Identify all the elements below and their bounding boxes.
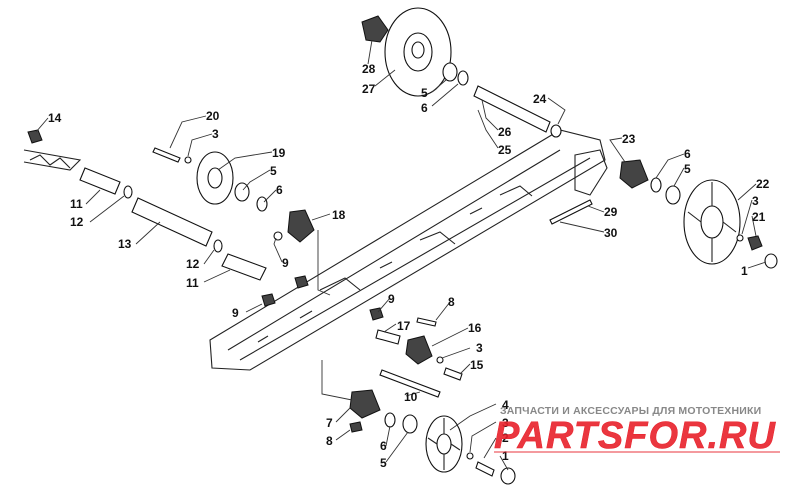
rear-wheel xyxy=(683,179,741,265)
callout-28: 28 xyxy=(362,62,376,76)
callout-5: 5 xyxy=(380,456,387,470)
lower-bolt-upper xyxy=(416,317,437,327)
callout-10: 10 xyxy=(404,390,418,404)
mid-bolt xyxy=(152,147,192,164)
callout-27: 27 xyxy=(362,82,376,96)
callout-3: 3 xyxy=(752,194,759,208)
callout-5: 5 xyxy=(684,162,691,176)
front-spacer-left xyxy=(79,167,133,199)
callout-14: 14 xyxy=(48,111,62,125)
watermark-logo-text: PARTSFOR.RU xyxy=(494,415,776,457)
callout-12: 12 xyxy=(186,257,200,271)
callout-29: 29 xyxy=(604,205,618,219)
front-wheel xyxy=(196,151,234,205)
front-nut xyxy=(27,129,43,144)
callout-13: 13 xyxy=(118,237,132,251)
watermark-logo: PARTSFOR.RU xyxy=(494,415,780,457)
callout-6: 6 xyxy=(684,147,691,161)
callout-20: 20 xyxy=(206,109,220,123)
lower-washer-bolt xyxy=(436,356,463,381)
lower-spacer xyxy=(375,329,401,345)
callout-22: 22 xyxy=(756,177,770,191)
callout-21: 21 xyxy=(752,210,766,224)
rear-axle-housing xyxy=(619,159,649,189)
lower-fasteners xyxy=(466,452,516,485)
callout-8: 8 xyxy=(448,295,455,309)
callout-3: 3 xyxy=(476,341,483,355)
callout-2: 2 xyxy=(502,431,509,445)
top-axle xyxy=(473,85,562,138)
lower-nuts xyxy=(261,275,384,321)
idler-cap xyxy=(361,15,389,43)
callout-6: 6 xyxy=(421,101,428,115)
callout-12: 12 xyxy=(70,215,84,229)
callout-9: 9 xyxy=(282,256,289,270)
pivot-block-upper xyxy=(273,209,315,243)
callout-16: 16 xyxy=(468,321,482,335)
slide-rail xyxy=(23,129,608,371)
front-bearing xyxy=(234,182,268,212)
callout-15: 15 xyxy=(470,358,484,372)
lower-bracket xyxy=(349,389,381,433)
callout-8: 8 xyxy=(326,434,333,448)
callout-26: 26 xyxy=(498,125,512,139)
callout-6: 6 xyxy=(276,183,283,197)
bearing-top xyxy=(442,62,469,86)
lower-wheel xyxy=(425,415,463,473)
rear-fasteners xyxy=(736,234,778,269)
bearing-rear xyxy=(650,177,681,205)
callout-18: 18 xyxy=(332,208,346,222)
long-lower-bolt xyxy=(379,369,441,398)
callout-11: 11 xyxy=(70,197,83,211)
callout-23: 23 xyxy=(622,132,636,146)
front-axle-tube xyxy=(131,197,223,253)
callout-19: 19 xyxy=(272,146,286,160)
callout-4: 4 xyxy=(502,398,509,412)
callout-7: 7 xyxy=(326,416,333,430)
callout-24: 24 xyxy=(533,92,547,106)
callout-5: 5 xyxy=(421,86,428,100)
callout-1: 1 xyxy=(502,449,509,463)
lower-bearing xyxy=(384,412,418,434)
callout-9: 9 xyxy=(232,306,239,320)
callout-30: 30 xyxy=(604,226,618,240)
callout-9: 9 xyxy=(388,292,395,306)
callout-1: 1 xyxy=(741,264,748,278)
callout-17: 17 xyxy=(397,319,411,333)
callout-labels: 28 27 5 6 24 26 25 23 6 5 22 3 21 1 29 3… xyxy=(48,62,770,470)
callout-3: 3 xyxy=(502,416,509,430)
callout-25: 25 xyxy=(498,143,512,157)
callout-11: 11 xyxy=(186,276,199,290)
leader-lines xyxy=(35,39,767,471)
front-spacer-right xyxy=(221,253,267,281)
pivot-block-lower xyxy=(405,335,433,365)
watermark-tagline: ЗАПЧАСТИ И АКСЕССУАРЫ ДЛЯ МОТОТЕХНИКИ xyxy=(500,405,762,417)
long-bolt xyxy=(549,199,593,225)
callout-6: 6 xyxy=(380,439,387,453)
callout-3: 3 xyxy=(212,127,219,141)
callout-5: 5 xyxy=(270,164,277,178)
top-idler-wheel xyxy=(384,7,452,97)
